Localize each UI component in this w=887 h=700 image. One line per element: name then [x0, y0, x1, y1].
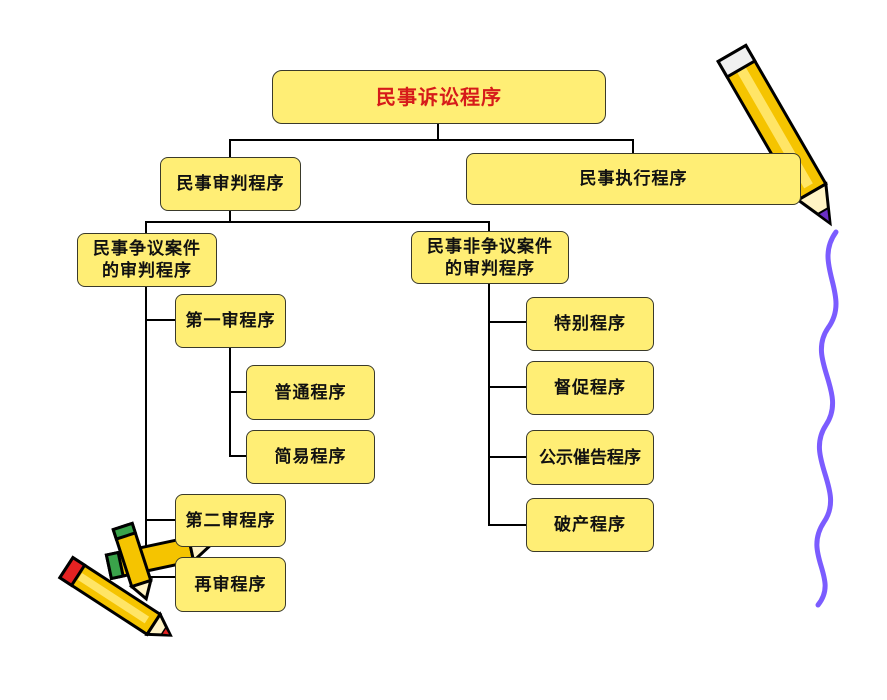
connector-contentious-spine [145, 286, 147, 577]
node-ordinary-procedure: 普通程序 [246, 365, 375, 420]
node-bankruptcy-procedure: 破产程序 [526, 498, 654, 552]
node-noncontentious-trial-line2: 的审判程序 [445, 258, 535, 279]
connector-level2-bar [145, 221, 490, 223]
connector-to-trial [229, 139, 231, 157]
node-civil-procedure: 民事诉讼程序 [272, 70, 606, 124]
node-simple-procedure-label: 简易程序 [274, 447, 347, 467]
node-civil-execution-label: 民事执行程序 [579, 169, 688, 189]
connector-to-bankruptcy [488, 524, 526, 526]
node-second-instance-label: 第二审程序 [185, 510, 276, 531]
node-noncontentious-trial-line1: 民事非争议案件 [427, 236, 553, 257]
connector-to-public-notice [488, 456, 526, 458]
node-noncontentious-trial: 民事非争议案件 的审判程序 [411, 231, 569, 284]
node-public-notice-procedure-label: 公示催告程序 [539, 447, 641, 468]
node-civil-procedure-label: 民事诉讼程序 [376, 85, 502, 109]
node-supervise-procedure: 督促程序 [526, 361, 654, 415]
node-simple-procedure: 简易程序 [246, 430, 375, 484]
connector-to-execution [632, 139, 634, 153]
connector-to-simple [229, 455, 246, 457]
connector-level1-bar [229, 139, 634, 141]
connector-to-supervise [488, 386, 526, 388]
node-contentious-trial: 民事争议案件 的审判程序 [77, 233, 217, 287]
node-retrial-label: 再审程序 [194, 574, 267, 595]
node-contentious-trial-line2: 的审判程序 [102, 261, 192, 281]
connector-to-retrial [145, 576, 176, 578]
node-civil-execution: 民事执行程序 [466, 153, 801, 205]
node-first-instance: 第一审程序 [175, 294, 286, 348]
node-special-procedure: 特别程序 [526, 297, 654, 351]
connector-to-contentious [145, 221, 147, 233]
connector-trial-down [229, 210, 231, 222]
connector-noncontentious-spine [488, 283, 490, 526]
node-civil-trial-label: 民事审判程序 [176, 174, 285, 194]
node-civil-trial: 民事审判程序 [160, 157, 301, 211]
connector-to-noncontentious [488, 221, 490, 231]
node-contentious-trial-line1: 民事争议案件 [93, 239, 201, 259]
connector-to-ordinary [229, 391, 246, 393]
connector-first-instance-spine [229, 347, 231, 457]
node-bankruptcy-procedure-label: 破产程序 [554, 515, 626, 535]
node-supervise-procedure-label: 督促程序 [554, 378, 626, 398]
node-public-notice-procedure: 公示催告程序 [526, 430, 654, 485]
node-second-instance: 第二审程序 [175, 494, 286, 547]
connector-to-special [488, 321, 526, 323]
node-ordinary-procedure-label: 普通程序 [274, 382, 347, 403]
connector-to-first-instance [145, 319, 176, 321]
node-special-procedure-label: 特别程序 [554, 314, 626, 334]
node-retrial: 再审程序 [175, 557, 286, 612]
connector-root-down [437, 123, 439, 140]
node-first-instance-label: 第一审程序 [185, 311, 276, 331]
connector-to-second-instance [145, 519, 176, 521]
